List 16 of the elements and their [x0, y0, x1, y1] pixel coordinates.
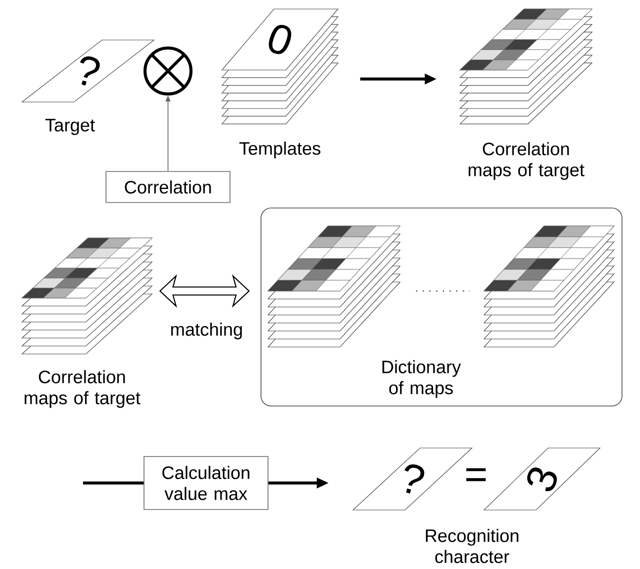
- glyph: ?: [404, 464, 424, 494]
- node-caption: Correlation maps of target: [468, 142, 584, 180]
- node-caption: Correlation maps of target: [24, 370, 140, 408]
- glyph: ?: [80, 56, 100, 86]
- arrow: [159, 274, 250, 308]
- glyph: 0: [268, 24, 292, 54]
- equals-sign: =: [466, 468, 486, 482]
- process-box: Correlation: [106, 171, 230, 203]
- result-caption: Recognition character: [426, 528, 518, 564]
- edge-label: matching: [171, 322, 242, 340]
- multiply-symbol: [144, 46, 192, 96]
- node-caption: Target: [45, 118, 95, 136]
- process-box: Calculation value max: [144, 456, 268, 510]
- group-title: Dictionary of maps: [382, 360, 461, 398]
- node-caption: Templates: [239, 142, 320, 158]
- glyph: 3: [527, 468, 557, 492]
